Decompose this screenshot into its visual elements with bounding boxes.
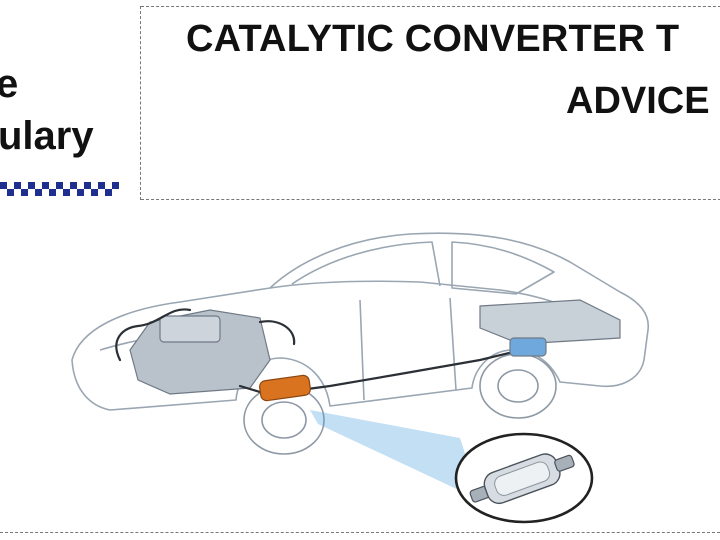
title-panel [141, 6, 720, 200]
checker-band-icon [0, 182, 119, 196]
fuel-tank [479, 299, 621, 345]
logo-text-line1: e [0, 62, 20, 106]
rear-muffler [509, 337, 547, 357]
sensor-wire [115, 308, 296, 362]
logo-text-line2: ulary [0, 114, 94, 158]
engine-cover [159, 315, 221, 343]
rear-wheel-hub [497, 369, 539, 403]
page-title-line2: ADVICE [566, 80, 710, 122]
car-window [291, 241, 441, 287]
car-door-line-rear [449, 297, 457, 391]
page-title-line1: CATALYTIC CONVERTER T [186, 18, 680, 60]
highlight-beam [310, 410, 480, 500]
rear-wheel [479, 353, 557, 419]
front-wheel-hub [261, 401, 307, 439]
converter-closeup [469, 453, 575, 505]
bottom-divider [0, 532, 720, 533]
car-window-rear [451, 241, 555, 295]
converter-on-car [259, 374, 311, 402]
car-door-line [359, 299, 365, 401]
car-body-outline [71, 232, 649, 411]
logo-panel: e ulary [0, 6, 141, 200]
car-exhaust-illustration [71, 232, 649, 524]
